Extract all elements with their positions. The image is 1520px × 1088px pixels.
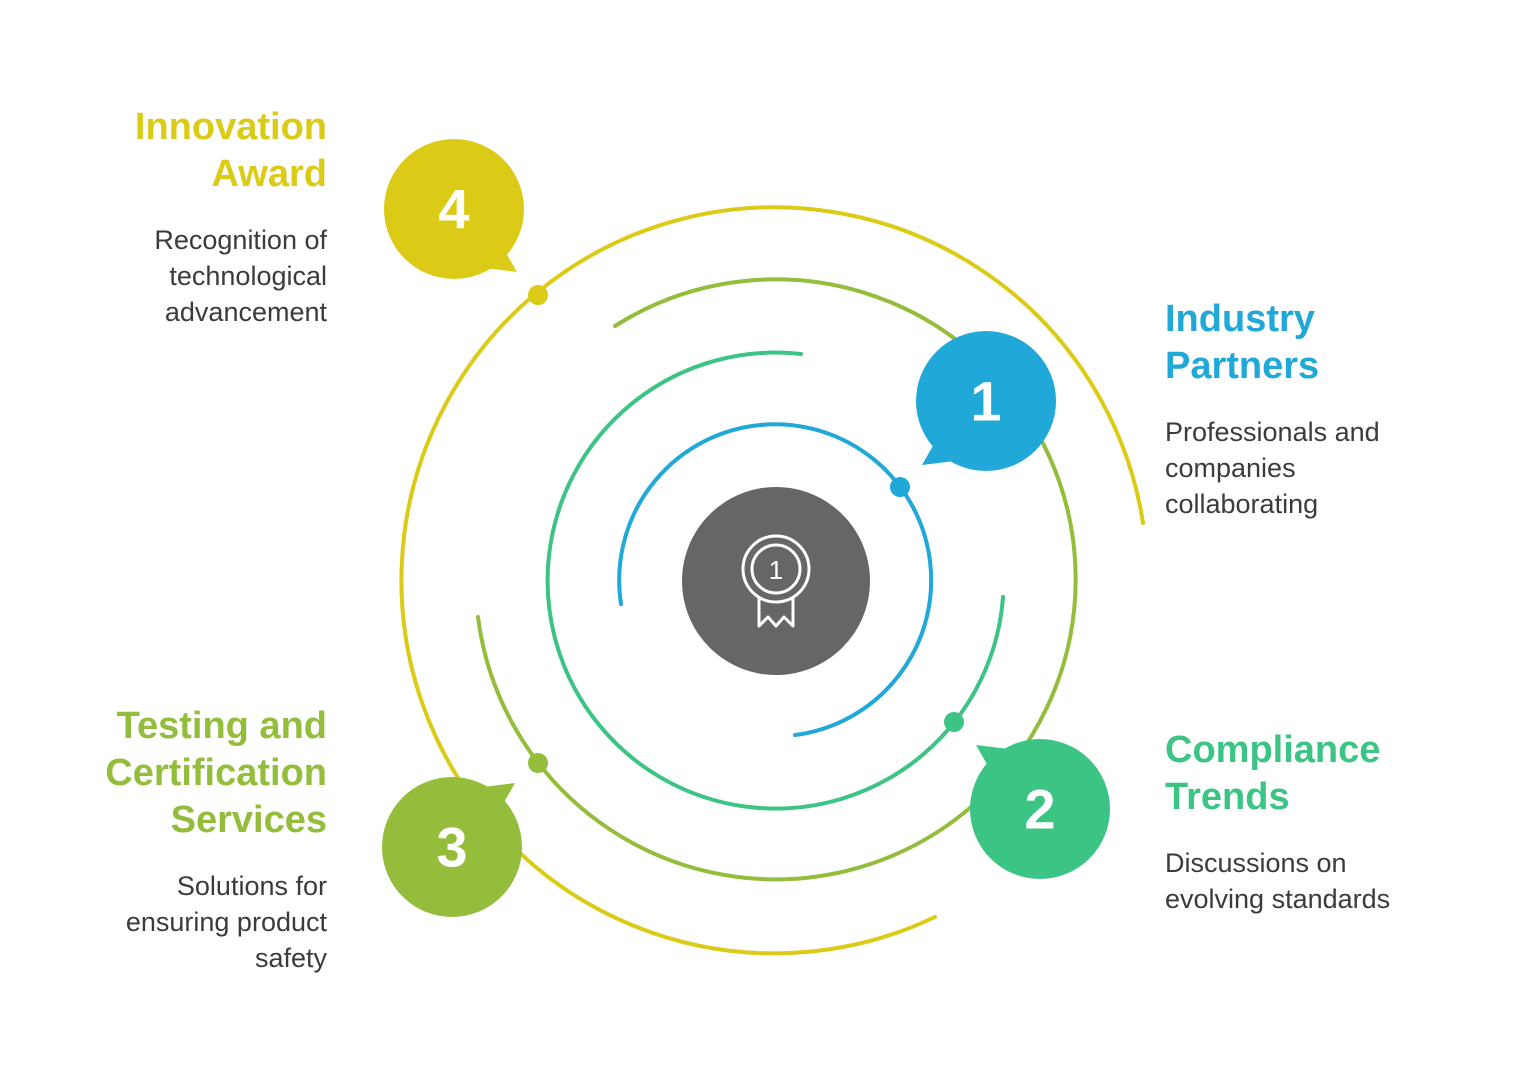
award-icon-number: 1 <box>769 555 783 585</box>
step-2-description: Discussions on evolving standards <box>1165 848 1391 914</box>
step-4-title: Innovation Award <box>134 106 327 195</box>
ring-4-arc <box>399 205 1145 956</box>
step-4-label: Innovation Award Recognition of technolo… <box>27 104 327 330</box>
step-1-label: Industry Partners Professionals and comp… <box>1165 296 1505 522</box>
step-2-bubble: 2 <box>970 739 1110 879</box>
step-2-label: Compliance Trends Discussions on evolvin… <box>1165 727 1505 917</box>
step-2-number: 2 <box>1024 778 1055 841</box>
award-ribbon-icon <box>741 534 811 628</box>
step-3-bubble: 3 <box>382 777 522 917</box>
step-3-label: Testing and Certification Services Solut… <box>7 703 327 976</box>
step-4-description: Recognition of technological advancement <box>154 225 327 327</box>
ring-2-arc <box>545 350 1005 811</box>
step-2-title: Compliance Trends <box>1165 729 1381 818</box>
step-1-number: 1 <box>970 370 1001 433</box>
step-3-number: 3 <box>436 816 467 879</box>
ring-4-dot <box>528 285 548 305</box>
ring-1-arc <box>617 422 934 737</box>
ring-3-arc <box>476 277 1078 882</box>
step-1-bubble: 1 <box>916 331 1056 471</box>
step-3-description: Solutions for ensuring product safety <box>125 871 327 973</box>
ring-2-dot <box>944 712 964 732</box>
step-4-number: 4 <box>438 178 469 241</box>
ring-3-dot <box>528 753 548 773</box>
step-4-bubble: 4 <box>384 139 524 279</box>
ring-1-dot <box>890 477 910 497</box>
step-1-title: Industry Partners <box>1165 298 1320 387</box>
step-1-description: Professionals and companies collaboratin… <box>1165 417 1380 519</box>
center-circle <box>682 487 870 675</box>
step-3-title: Testing and Certification Services <box>105 705 327 841</box>
